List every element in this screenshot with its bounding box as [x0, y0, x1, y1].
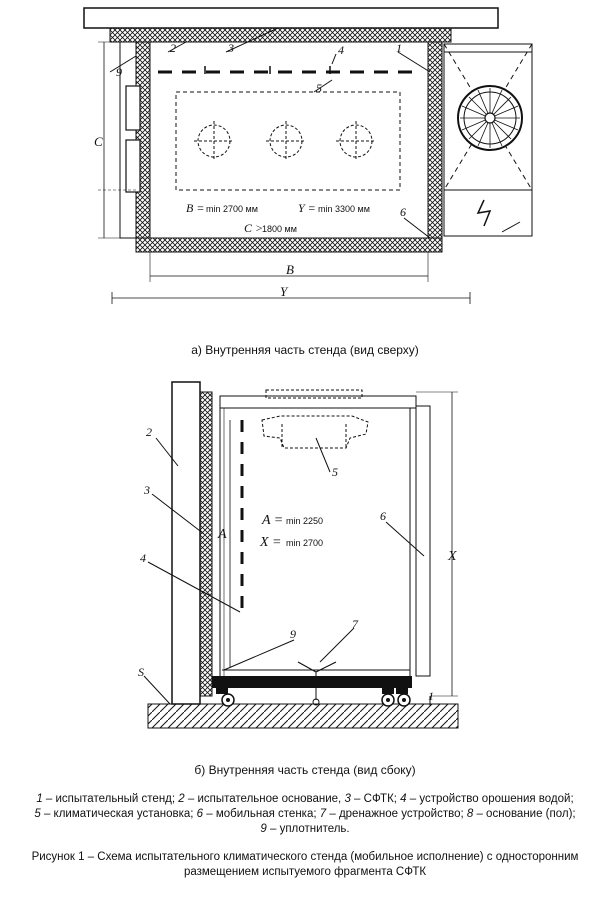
wheel-right	[396, 688, 411, 707]
cart-base	[212, 676, 412, 688]
side-label-s: S	[138, 665, 144, 679]
dim-b-value: min 2700 мм	[206, 204, 258, 214]
side-climate-unit	[261, 415, 369, 449]
right-wall-insulation	[427, 41, 443, 239]
dim-b-eq: B =	[186, 201, 204, 215]
dim-y-eq: Y =	[298, 201, 316, 215]
dim-x-eq: X =	[259, 535, 282, 550]
side-label-4: 4	[140, 551, 146, 565]
top-label-2: 2	[170, 41, 176, 55]
dim-a-eq: A =	[261, 513, 283, 528]
test-stand-interior	[149, 41, 429, 239]
climate-fan-1	[194, 121, 234, 161]
floor-base	[147, 703, 459, 729]
top-label-3: 3	[227, 41, 234, 55]
wheel-left	[216, 688, 235, 707]
legend: 1 – испытательный стенд; 2 – испытательн…	[0, 792, 610, 837]
legend-line-3: 9 – уплотнитель.	[260, 823, 350, 835]
legend-line-2: 5 – климатическая установка; 6 – мобильн…	[34, 808, 576, 820]
dim-x-letter: X	[447, 549, 457, 564]
climate-fan-3	[336, 121, 376, 161]
figure-title: Рисунок 1 – Схема испытательного климати…	[0, 850, 610, 880]
top-view: 9 2 3 4 1 5 6 C B Y B = min 2700 мм Y = …	[83, 7, 533, 304]
door-handle-upper	[125, 85, 141, 131]
side-label-1: 1	[428, 689, 434, 703]
top-view-caption: а) Внутренняя часть стенда (вид сверху)	[191, 343, 419, 357]
side-label-6: 6	[380, 509, 386, 523]
figure-title-line-1: Рисунок 1 – Схема испытательного климати…	[31, 851, 579, 863]
dim-c-value: 1800 мм	[262, 224, 297, 234]
test-base-wall	[171, 381, 201, 705]
dim-c-eq: C >	[244, 221, 263, 235]
dim-y-value: min 3300 мм	[318, 204, 370, 214]
side-label-5: 5	[332, 465, 338, 479]
climate-unit-outline	[175, 91, 401, 191]
stand-top-frame	[219, 395, 417, 409]
top-label-4: 4	[338, 43, 344, 57]
top-label-9: 9	[116, 65, 122, 79]
dim-c-letter: C	[94, 134, 103, 149]
top-label-1: 1	[396, 41, 402, 55]
dim-y-letter: Y	[280, 284, 289, 299]
bottom-insulation	[135, 237, 443, 253]
top-label-6: 6	[400, 205, 406, 219]
side-label-9: 9	[290, 627, 296, 641]
top-slab	[83, 7, 499, 29]
dim-x-value: min 2700	[286, 538, 323, 548]
electric-box	[443, 189, 533, 237]
legend-line-1: 1 – испытательный стенд; 2 – испытательн…	[36, 793, 574, 805]
top-insulation-sftk	[109, 27, 452, 43]
top-label-5: 5	[316, 81, 322, 95]
sftk-layer	[199, 391, 213, 697]
side-label-3: 3	[143, 483, 150, 497]
climate-fan-2	[266, 121, 306, 161]
wheel-center	[381, 688, 395, 707]
lightning-icon	[476, 199, 492, 227]
dim-a-letter: A	[217, 527, 227, 542]
side-view-caption: б) Внутренняя часть стенда (вид сбоку)	[194, 763, 416, 777]
side-label-7: 7	[352, 617, 359, 631]
dim-b-letter: B	[286, 262, 294, 277]
diagram-canvas: 9 2 3 4 1 5 6 C B Y B = min 2700 мм Y = …	[83, 7, 533, 729]
mobile-wall	[415, 405, 431, 677]
side-label-2: 2	[146, 425, 152, 439]
side-view: 2 3 4 5 6 9 7 S 1 A X A = min 2250 X = m…	[138, 381, 459, 729]
door-handle-lower	[125, 139, 141, 193]
dim-a-value: min 2250	[286, 516, 323, 526]
figure-title-line-2: размещением испытуемого фрагмента СФТК	[183, 866, 427, 878]
